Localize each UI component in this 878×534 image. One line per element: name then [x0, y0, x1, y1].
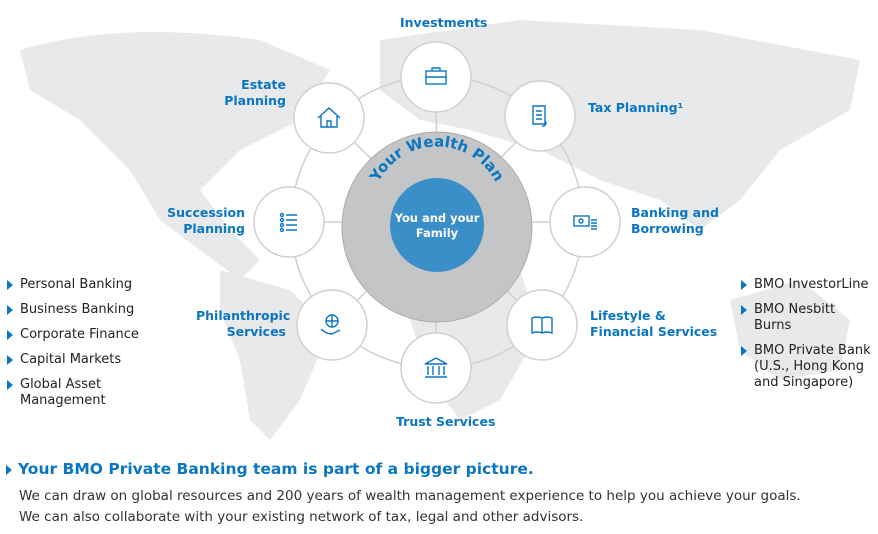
arrow-icon — [741, 280, 747, 290]
arrow-icon — [7, 305, 13, 315]
label-lifestyle: Lifestyle & Financial Services — [590, 308, 718, 339]
service-node-1 — [504, 80, 576, 152]
service-node-3 — [506, 289, 578, 361]
arrow-icon — [741, 346, 747, 356]
list-item: Business Banking — [5, 302, 145, 318]
label-tax-planning: Tax Planning¹ — [588, 100, 684, 115]
list-item: Capital Markets — [5, 352, 145, 368]
book-icon — [531, 316, 553, 335]
label-succession: Succession Planning — [167, 205, 245, 236]
arrow-icon — [741, 305, 747, 315]
arrow-icon — [7, 355, 13, 365]
list-item: BMO InvestorLine — [739, 277, 874, 293]
service-node-7 — [293, 82, 365, 154]
list-item: Global Asset Management — [5, 377, 110, 409]
globe-hand-icon — [320, 314, 341, 335]
list-item: BMO Nesbitt Burns — [739, 302, 874, 334]
label-investments: Investments — [400, 15, 488, 30]
house-icon — [317, 107, 341, 128]
label-trust-services: Trust Services — [396, 414, 496, 429]
body-line-1: We can draw on global resources and 200 … — [19, 488, 801, 504]
label-philanthropic: Philanthropic Services — [196, 308, 291, 339]
you-and-family-circle — [390, 178, 484, 272]
label-banking-borrowing: Banking and Borrowing — [631, 205, 719, 236]
arrow-icon — [7, 330, 13, 340]
document-icon — [532, 105, 547, 127]
headline: Your BMO Private Banking team is part of… — [6, 460, 534, 478]
service-node-5 — [296, 289, 368, 361]
arrow-icon — [6, 464, 12, 475]
list-icon — [279, 212, 297, 233]
service-node-6 — [253, 186, 325, 258]
body-line-2: We can also collaborate with your existi… — [19, 509, 584, 525]
briefcase-icon — [425, 67, 447, 85]
service-node-4 — [400, 332, 472, 404]
money-icon — [573, 215, 597, 230]
right-business-list: BMO InvestorLine BMO Nesbitt Burns BMO P… — [739, 277, 874, 400]
wealth-plan-diagram: Your Wealth Plan You and your Family — [20, 20, 860, 440]
service-node-0 — [400, 41, 472, 113]
list-item: Corporate Finance — [5, 327, 145, 343]
list-item: Personal Banking — [5, 277, 145, 293]
arrow-icon — [7, 280, 13, 290]
inner-label-1: You and your — [394, 211, 480, 225]
service-node-2 — [549, 186, 621, 258]
label-estate: Estate Planning — [224, 77, 286, 108]
inner-label-2: Family — [416, 226, 459, 240]
bank-building-icon — [424, 357, 448, 378]
list-item: BMO Private Bank (U.S., Hong Kong and Si… — [739, 343, 874, 391]
arrow-icon — [7, 380, 13, 390]
left-business-list: Personal Banking Business Banking Corpor… — [5, 277, 145, 418]
